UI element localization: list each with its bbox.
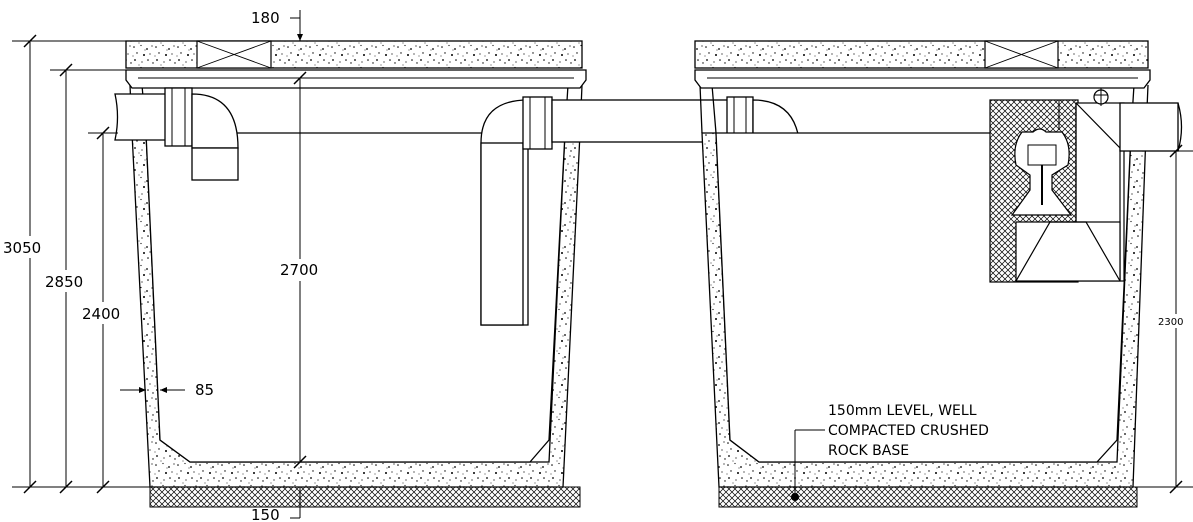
dim-lid-thickness: 180 [251,9,280,27]
dimension-ticks [23,34,1183,494]
transfer-pipe-left-leg [480,96,553,326]
right-rock-base [718,486,1138,508]
left-tank-lid [125,40,583,69]
outlet-filter-assembly [989,88,1125,283]
dim-internal-height: 2700 [280,261,318,279]
dim-wall-thickness: 85 [195,381,214,399]
right-tank-rim [694,69,1151,89]
right-tank [694,40,1183,508]
dim-tank-height: 2850 [45,273,83,291]
base-note-line-1: 150mm LEVEL, WELL [828,403,977,419]
base-note-line-2: COMPACTED CRUSHED [828,423,989,439]
inlet-pipe [114,87,239,181]
outlet-pipe [1119,102,1183,152]
dim-overall-height: 3050 [3,239,41,257]
dim-inlet-height: 2400 [82,305,120,323]
base-note: 150mm LEVEL, WELL COMPACTED CRUSHED ROCK… [828,403,989,459]
note-leader-dot-icon [791,493,799,501]
right-tank-lid [694,40,1149,69]
base-note-line-3: ROCK BASE [828,443,909,459]
left-tank [114,40,587,508]
dim-base-thickness: 150 [251,506,280,522]
left-tank-rim [125,69,587,89]
left-rock-base [149,486,581,508]
dim-outlet-height: 2300 [1158,317,1183,328]
